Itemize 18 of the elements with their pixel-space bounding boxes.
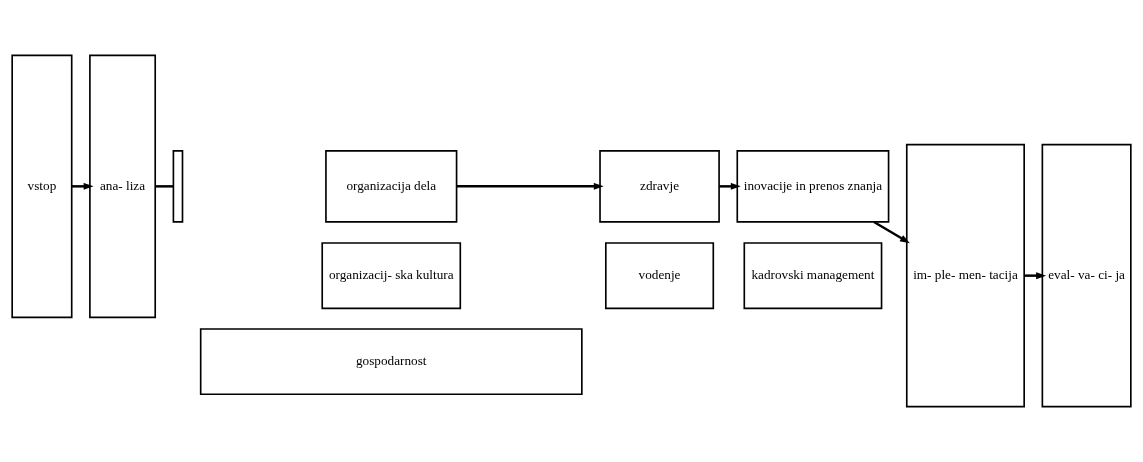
node-box: zdravje [599,149,720,223]
node-box [172,149,184,223]
connector [155,185,174,188]
arrow [719,182,741,190]
arrow [873,220,910,244]
node-box: vstop [11,54,73,319]
arrow [456,182,604,190]
node-box: vodenje [605,242,715,310]
node-box: ana- liza [89,54,157,319]
node-box: eval- va- ci- ja [1041,143,1132,408]
arrow [71,182,94,190]
node-box: gospodarnost [199,328,583,396]
node-box: inovacije in prenos znanja [736,149,890,223]
arrow [1024,272,1047,280]
node-box: kadrovski management [743,242,883,310]
node-box: im- ple- men- tacija [905,143,1025,408]
node-box: organizacij- ska kultura [321,242,462,310]
node-box: organizacija dela [325,149,458,223]
